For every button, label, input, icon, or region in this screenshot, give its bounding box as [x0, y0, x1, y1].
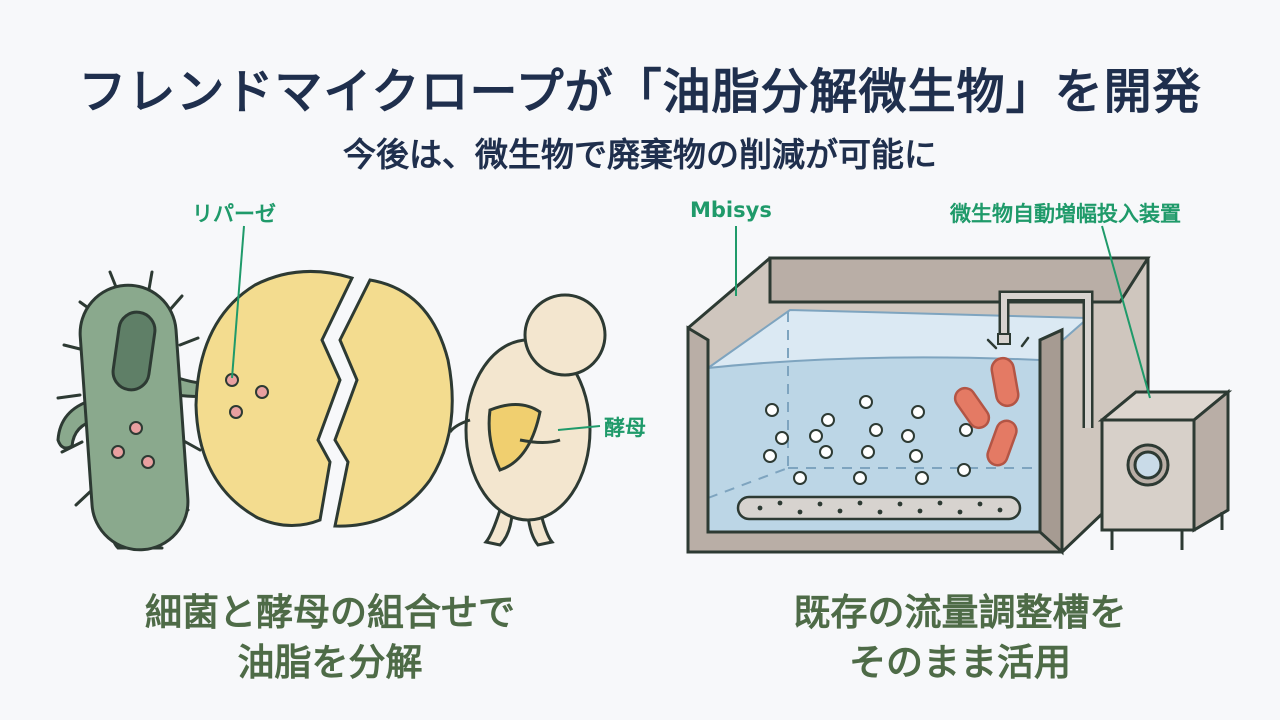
page-title: フレンドマイクロープが「油脂分解微生物」を開発 — [78, 64, 1202, 120]
yeast-illustration — [448, 293, 607, 547]
oil-droplet — [194, 270, 454, 528]
caption-left: 細菌と酵母の組合せで 油脂を分解 — [60, 588, 600, 688]
caption-left-line1: 細菌と酵母の組合せで — [145, 591, 515, 634]
caption-left-line2: 油脂を分解 — [237, 641, 423, 684]
label-lipase: リパーゼ — [192, 202, 276, 226]
label-mbisys: Mbisys — [690, 198, 772, 222]
flow-adjustment-tank — [686, 256, 1151, 556]
caption-right-line1: 既存の流量調整槽を — [793, 591, 1127, 634]
bacteria-illustration — [56, 270, 222, 552]
caption-right: 既存の流量調整槽を そのまま活用 — [690, 588, 1230, 688]
label-auto-dosing-device: 微生物自動増幅投入装置 — [950, 202, 1181, 226]
page-subtitle: 今後は、微生物で廃棄物の削減が可能に — [343, 135, 937, 174]
label-yeast: 酵母 — [604, 416, 646, 440]
auto-dosing-device — [1097, 388, 1233, 550]
caption-right-line2: そのまま活用 — [849, 641, 1071, 684]
